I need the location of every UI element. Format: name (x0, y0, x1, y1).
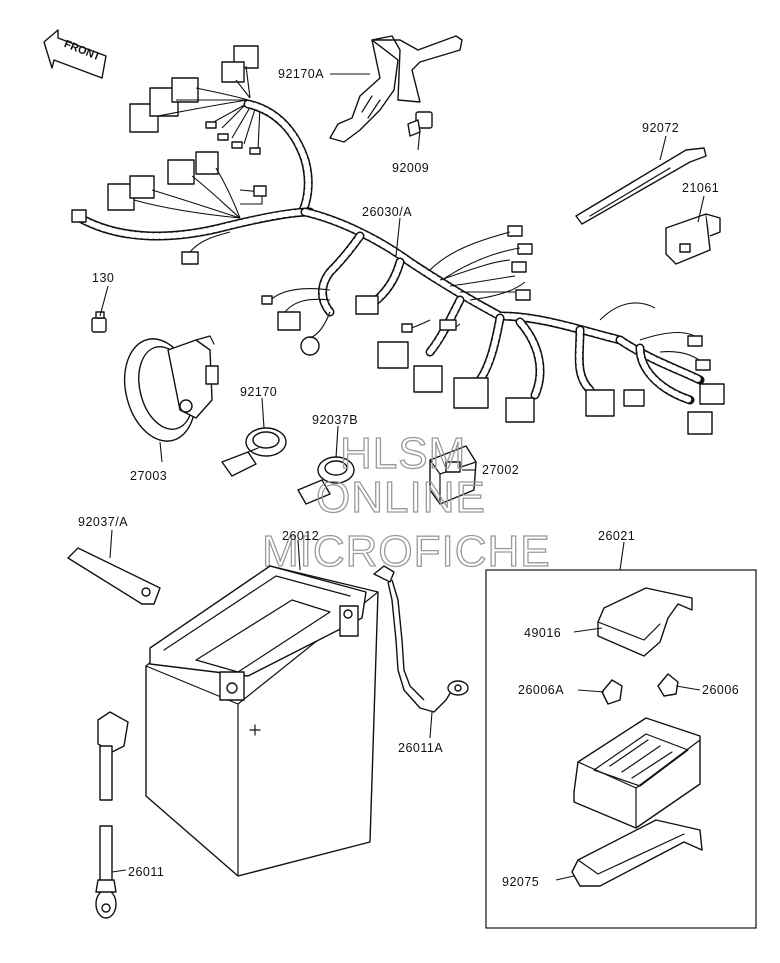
fuse-box-group-26021 (485, 569, 757, 929)
cable-26011a[interactable] (373, 565, 469, 713)
battery-26012[interactable] (145, 565, 379, 877)
harness-connector (167, 159, 195, 185)
callout-26012: 26012 (282, 529, 319, 543)
callout-26011: 26011 (128, 865, 164, 879)
cable-26011[interactable] (95, 711, 129, 919)
harness-connector (355, 295, 379, 315)
bolt-130[interactable] (91, 311, 107, 333)
callout-26030a: 26030/A (362, 205, 412, 219)
watermark-line-2: ONLINE (316, 473, 486, 522)
fuse-case[interactable] (573, 717, 701, 829)
callout-26011a: 26011A (398, 741, 443, 755)
leader-lines (99, 73, 705, 881)
bracket-92170a[interactable] (329, 35, 463, 143)
callout-92170a: 92170A (278, 67, 324, 81)
harness-terminal (261, 295, 273, 305)
harness-grommet (300, 336, 320, 356)
harness-terminal (695, 359, 711, 371)
harness-terminal (205, 121, 217, 129)
harness-connector (585, 389, 615, 417)
harness-terminal (515, 289, 531, 301)
harness-terminal (687, 335, 703, 347)
callout-21061: 21061 (682, 181, 719, 195)
harness-connector (623, 389, 645, 407)
harness-connector (413, 365, 443, 393)
callout-92075: 92075 (502, 875, 539, 889)
harness-terminal (253, 185, 267, 197)
harness-terminal (249, 147, 261, 155)
battery-terminal (219, 671, 245, 701)
relay-21061[interactable] (665, 213, 721, 265)
callout-26006a: 26006A (518, 683, 564, 697)
callout-92037b: 92037B (312, 413, 358, 427)
callout-26021: 26021 (598, 529, 635, 543)
callout-130: 130 (92, 271, 114, 285)
callout-49016: 49016 (524, 626, 561, 640)
watermark: HLSM ONLINE MICROFICHE (261, 428, 551, 576)
front-arrow: FRONT (43, 29, 107, 79)
harness-connector (377, 341, 409, 369)
harness-connector (277, 311, 301, 331)
callout-92072: 92072 (642, 121, 679, 135)
harness-connector (171, 77, 199, 103)
fuse-26006[interactable] (657, 673, 679, 697)
callout-92037a: 92037/A (78, 515, 128, 529)
watermark-line-3: MICROFICHE (262, 527, 551, 576)
harness-terminal (511, 261, 527, 273)
cover-92075[interactable] (571, 819, 703, 887)
starter-relay-27002[interactable] (429, 445, 477, 505)
harness-terminal (231, 141, 243, 149)
harness-terminal (507, 225, 523, 237)
callout-92009: 92009 (392, 161, 429, 175)
harness-terminal (71, 209, 87, 223)
harness-connector (195, 151, 219, 175)
harness-terminal (217, 133, 229, 141)
harness-connector (129, 175, 155, 199)
strap-92037a[interactable] (67, 547, 161, 605)
harness-terminal (439, 319, 457, 331)
harness-terminal (181, 251, 199, 265)
horn-27003[interactable] (114, 331, 219, 448)
harness-connector (453, 377, 489, 409)
callout-92170: 92170 (240, 385, 277, 399)
harness-terminal (517, 243, 533, 255)
callout-26006: 26006 (702, 683, 739, 697)
harness-terminal (401, 323, 413, 333)
cover-49016[interactable] (597, 587, 693, 657)
bolt-92009[interactable] (407, 111, 433, 137)
callout-27002: 27002 (482, 463, 519, 477)
harness-connector (221, 61, 245, 83)
band-92072[interactable] (575, 147, 707, 225)
fuse-26006a[interactable] (601, 679, 623, 705)
watermark-line-1: HLSM (340, 429, 466, 478)
clamp-92170[interactable] (221, 427, 287, 477)
callout-27003: 27003 (130, 469, 167, 483)
harness-connector (505, 397, 535, 423)
clamp-92037b[interactable] (297, 456, 355, 505)
callout-labels: 92170A 92009 92072 21061 26030/A 130 921… (78, 67, 739, 889)
wiring-harness[interactable] (71, 45, 725, 435)
harness-connector (687, 411, 713, 435)
harness-connector (699, 383, 725, 405)
